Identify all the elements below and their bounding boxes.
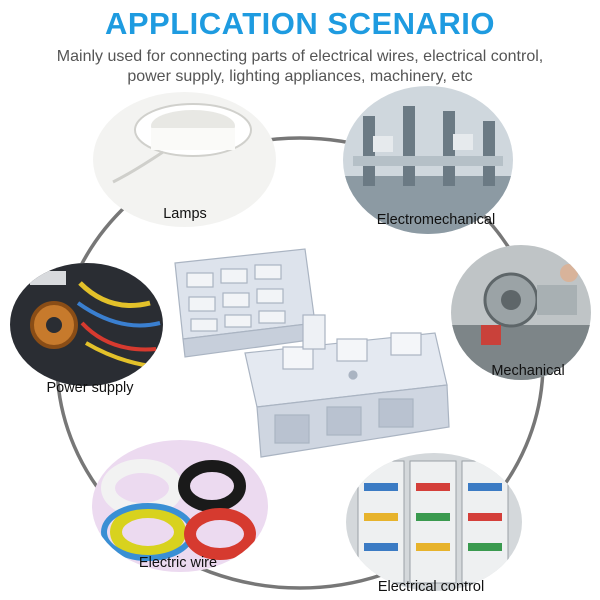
subtitle-line-2: power supply, lighting appliances, machi…	[127, 68, 473, 85]
scenario-mechanical	[451, 245, 591, 380]
factory-line-image	[343, 86, 513, 234]
subtitle-line-1: Mainly used for connecting parts of elec…	[56, 48, 544, 65]
connector-front	[244, 314, 450, 458]
power-supply-image	[10, 263, 163, 386]
scenario-label-electromechanical: Electromechanical	[376, 212, 496, 228]
scenario-label-mechanical: Mechanical	[491, 363, 565, 379]
scenario-electromechanical	[343, 86, 513, 234]
lamp-image	[93, 92, 276, 227]
wire-connector-product-image	[174, 248, 450, 458]
scenario-label-power-supply: Power supply	[46, 380, 134, 396]
machine-image	[451, 245, 591, 380]
wire-coils-image	[92, 440, 268, 572]
scenario-lamps	[93, 92, 276, 227]
scenario-electric-wire	[92, 440, 268, 572]
page-title: APPLICATION SCENARIO	[104, 6, 496, 41]
page-subtitle: Mainly used for connecting parts of elec…	[20, 47, 580, 87]
scenario-label-lamps: Lamps	[163, 206, 207, 222]
scenario-power-supply	[10, 263, 163, 386]
scenario-label-electrical-control: Electrical control	[377, 579, 485, 595]
scenario-electrical-control	[346, 453, 522, 591]
control-cabinet-image	[346, 453, 522, 591]
scenario-label-electric-wire: Electric wire	[138, 555, 218, 571]
connector-back	[174, 248, 318, 358]
